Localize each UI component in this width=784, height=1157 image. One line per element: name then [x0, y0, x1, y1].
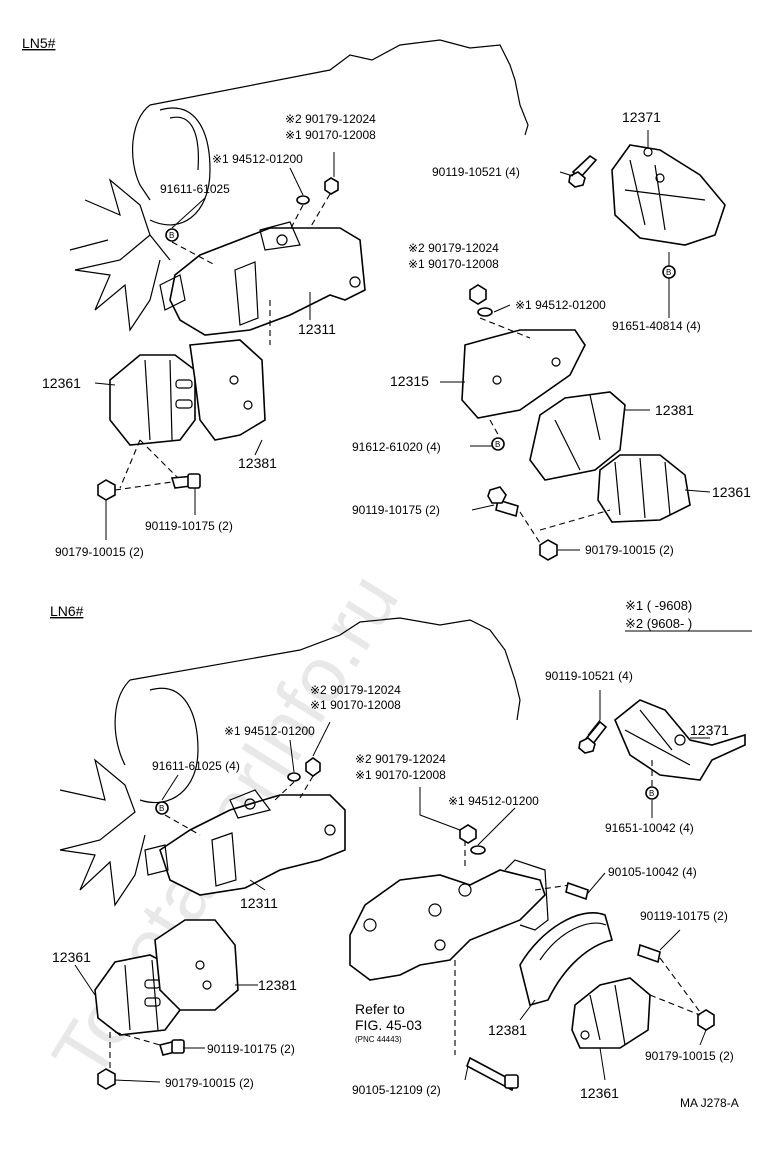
ln5-bracket-12381	[189, 339, 266, 441]
ln6-leader-lines	[74, 690, 710, 1083]
ln6-label-12311: 12311	[240, 895, 278, 911]
ln6-label-s4: 90119-10175 (2)	[640, 909, 728, 923]
svg-text:B: B	[159, 804, 164, 813]
ln5-label-s3: 90119-10175 (2)	[352, 503, 440, 517]
ln6-section: LN6#	[50, 603, 746, 1101]
svg-text:B: B	[169, 231, 174, 240]
ln6-bracket-12381	[154, 919, 239, 1011]
ln6-label-n1: 90179-10015 (2)	[165, 1076, 254, 1090]
ln5-label-w1: ※1 94512-01200	[212, 152, 303, 166]
ln6-refer-line1: Refer to	[355, 1001, 405, 1017]
ln5-label-12381b: 12381	[655, 402, 694, 418]
ln6-label-12381b: 12381	[488, 1022, 527, 1038]
ln5-title: LN5#	[22, 35, 56, 51]
ln6-label-b4: ※1 90170-12008	[355, 768, 446, 782]
ln6-engine-bracket-12311	[144, 789, 346, 896]
ln5-bracket-12315: B	[461, 284, 586, 451]
ln5-insulator-12361-right	[539, 454, 691, 531]
ln5-label-n1: 90179-10015 (2)	[55, 545, 144, 559]
ln5-section: LN5#	[22, 35, 751, 561]
legend-line1: ※1 ( -9608)	[625, 598, 692, 613]
ln6-label-p2: 91651-10042 (4)	[605, 821, 694, 835]
ln5-label-p1: 91611-61025	[160, 182, 230, 196]
ln5-engine-outline	[69, 39, 529, 332]
ln5-label-12361b: 12361	[712, 484, 751, 500]
figure-code: MA J278-A	[680, 1096, 739, 1110]
ln5-labels: ※2 90179-12024 ※1 90170-12008 ※1 94512-0…	[42, 109, 751, 559]
ln6-labels: ※2 90179-12024 ※1 90170-12008 ※1 94512-0…	[52, 669, 734, 1101]
ln5-label-b1: ※2 90179-12024	[285, 112, 376, 126]
ln6-label-12361b: 12361	[580, 1085, 619, 1101]
ln5-engine-bracket-12311	[159, 221, 366, 336]
ln5-label-p3: 91612-61020 (4)	[352, 440, 441, 454]
ln5-fasteners-right-bottom	[487, 486, 558, 561]
legend-line2: ※2 (9608- )	[625, 616, 692, 631]
svg-text:B: B	[649, 789, 654, 798]
ln5-bracket-12381-right	[529, 391, 626, 481]
ln6-fasteners-top: B	[155, 757, 321, 836]
ln6-engine-outline	[59, 617, 521, 907]
ln5-bolt-90119-10521	[568, 154, 598, 188]
ln5-label-b2: ※1 90170-12008	[285, 128, 376, 142]
ln6-label-p1: 91611-61025 (4)	[152, 759, 240, 773]
ln6-fasteners-bottom-left	[97, 1031, 185, 1090]
ln6-fasteners-right	[459, 824, 715, 1092]
ln6-label-b3: ※2 90179-12024	[355, 752, 446, 766]
ln5-fasteners-top: B	[119, 177, 339, 489]
ln5-label-12371: 12371	[622, 109, 661, 125]
ln6-refer-line2: FIG. 45-03	[355, 1017, 422, 1033]
ln5-fasteners-bottom	[97, 473, 201, 501]
ln5-label-12311: 12311	[298, 321, 336, 337]
ln5-label-12361: 12361	[42, 375, 81, 391]
ln6-insulator-12371: B	[578, 699, 746, 800]
ln5-label-b3: ※2 90179-12024	[408, 241, 499, 255]
ln6-label-w2: ※1 94512-01200	[448, 794, 539, 808]
ln6-label-12371: 12371	[690, 722, 729, 738]
ln5-label-12315: 12315	[390, 373, 429, 389]
ln5-label-s1: 90119-10175 (2)	[145, 519, 233, 533]
ln6-label-s2: 90119-10521 (4)	[545, 669, 633, 683]
ln5-label-b4: ※1 90170-12008	[408, 257, 499, 271]
svg-text:B: B	[495, 440, 500, 449]
ln6-title: LN6#	[50, 603, 84, 619]
ln5-leader-lines	[94, 130, 711, 551]
ln6-label-12361: 12361	[52, 949, 91, 965]
ln6-label-12381: 12381	[258, 977, 297, 993]
ln5-label-w2: ※1 94512-01200	[515, 298, 606, 312]
ln6-insulator-12361-right	[571, 977, 651, 1049]
ln6-label-b1: ※2 90179-12024	[310, 683, 401, 697]
ln6-label-b2: ※1 90170-12008	[310, 698, 401, 712]
ln6-label-w1: ※1 94512-01200	[224, 724, 315, 738]
ln5-label-s2: 90119-10521 (4)	[432, 165, 520, 179]
ln5-label-p2: 91651-40814 (4)	[612, 319, 701, 333]
ln6-label-s1: 90119-10175 (2)	[207, 1042, 295, 1056]
ln6-label-s5: 90105-12109 (2)	[352, 1083, 441, 1097]
ln6-label-s3: 90105-10042 (4)	[608, 865, 697, 879]
ln5-insulator-12371: B	[611, 144, 726, 318]
svg-text:B: B	[666, 268, 671, 277]
ln5-label-n2: 90179-10015 (2)	[585, 543, 674, 557]
ln6-bracket-12381-right	[519, 912, 613, 1006]
ln5-insulator-12361	[109, 354, 196, 446]
ln6-label-n2: 90179-10015 (2)	[645, 1049, 734, 1063]
ln6-refer-line3: (PNC 44443)	[355, 1035, 402, 1044]
legend: ※1 ( -9608) ※2 (9608- )	[625, 598, 752, 632]
ln6-transmission-bracket	[349, 830, 571, 1055]
ln5-label-12381: 12381	[238, 455, 277, 471]
